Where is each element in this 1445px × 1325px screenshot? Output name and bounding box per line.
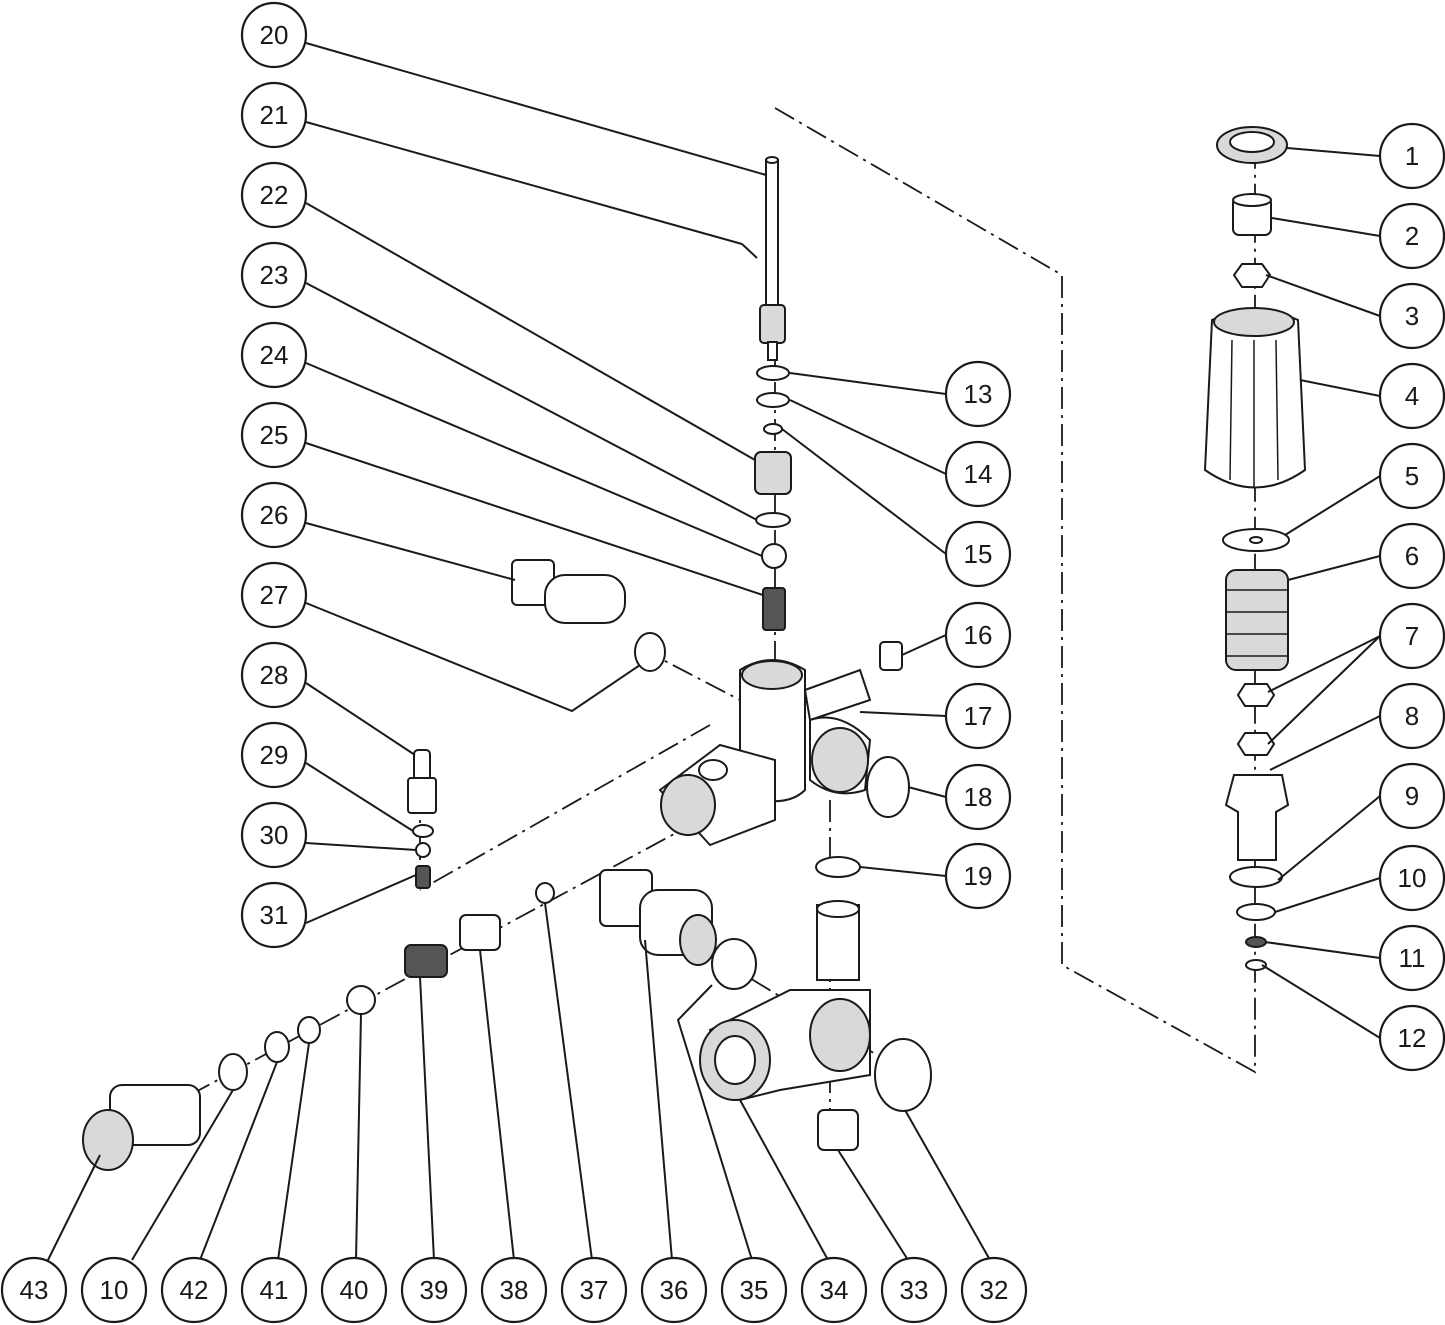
svg-text:10: 10 [1398,863,1427,893]
callout-15: 15 [944,520,1012,588]
svg-text:43: 43 [20,1275,49,1305]
svg-text:8: 8 [1405,701,1419,731]
svg-text:33: 33 [900,1275,929,1305]
callout-11: 11 [1378,924,1445,992]
svg-text:36: 36 [660,1275,689,1305]
callout-22: 22 [240,161,308,229]
svg-text:40: 40 [340,1275,369,1305]
svg-text:38: 38 [500,1275,529,1305]
svg-text:10: 10 [100,1275,129,1305]
svg-text:32: 32 [980,1275,1009,1305]
callout-4: 4 [1378,362,1445,430]
callout-23: 23 [240,241,308,309]
callout-43: 43 [0,1256,68,1324]
callout-34: 34 [800,1256,868,1324]
callout-26: 26 [240,481,308,549]
callout-24: 24 [240,321,308,389]
callout-6: 6 [1378,522,1445,590]
callout-7: 7 [1378,602,1445,670]
svg-text:42: 42 [180,1275,209,1305]
callout-39: 39 [400,1256,468,1324]
svg-text:11: 11 [1399,943,1426,973]
callout-20: 20 [240,1,308,69]
callout-8: 8 [1378,682,1445,750]
callout-2: 2 [1378,202,1445,270]
svg-text:3: 3 [1405,301,1419,331]
svg-text:5: 5 [1405,461,1419,491]
callout-42: 42 [160,1256,228,1324]
svg-text:27: 27 [260,580,289,610]
callout-10-bottom: 10 [80,1256,148,1324]
svg-text:14: 14 [964,459,993,489]
callout-33: 33 [880,1256,948,1324]
svg-text:24: 24 [260,340,289,370]
parts [82,126,1307,1171]
svg-text:23: 23 [260,260,289,290]
svg-text:39: 39 [420,1275,449,1305]
svg-text:16: 16 [964,620,993,650]
callout-31: 31 [240,881,308,949]
svg-text:15: 15 [964,539,993,569]
svg-text:6: 6 [1405,541,1419,571]
leader-lines [47,42,1381,1261]
callout-10-right: 10 [1378,844,1445,912]
svg-text:1: 1 [1405,141,1419,171]
callout-13: 13 [944,360,1012,428]
svg-text:19: 19 [964,861,993,891]
svg-text:2: 2 [1405,221,1419,251]
svg-text:4: 4 [1405,381,1419,411]
callout-27: 27 [240,561,308,629]
callout-40: 40 [320,1256,388,1324]
svg-text:41: 41 [260,1275,289,1305]
callout-17: 17 [944,682,1012,750]
svg-text:35: 35 [740,1275,769,1305]
callout-25: 25 [240,401,308,469]
callout-19: 19 [944,842,1012,910]
callout-1: 1 [1378,122,1445,190]
svg-text:37: 37 [580,1275,609,1305]
callout-30: 30 [240,801,308,869]
callout-36: 36 [640,1256,708,1324]
callout-14: 14 [944,440,1012,508]
svg-text:25: 25 [260,420,289,450]
svg-text:29: 29 [260,740,289,770]
callout-3: 3 [1378,282,1445,350]
callout-37: 37 [560,1256,628,1324]
callout-16: 16 [944,601,1012,669]
svg-text:34: 34 [820,1275,849,1305]
callout-9: 9 [1378,762,1445,830]
callout-32: 32 [960,1256,1028,1324]
callout-18: 18 [944,763,1012,831]
callout-35: 35 [720,1256,788,1324]
svg-text:26: 26 [260,500,289,530]
svg-text:17: 17 [964,701,993,731]
svg-text:22: 22 [260,180,289,210]
callout-5: 5 [1378,442,1445,510]
callout-38: 38 [480,1256,548,1324]
callout-28: 28 [240,641,308,709]
svg-text:28: 28 [260,660,289,690]
svg-text:13: 13 [964,379,993,409]
svg-text:30: 30 [260,820,289,850]
svg-text:18: 18 [964,782,993,812]
svg-text:9: 9 [1405,781,1419,811]
svg-text:20: 20 [260,20,289,50]
svg-text:7: 7 [1405,621,1419,651]
callout-12: 12 [1378,1004,1445,1072]
callout-29: 29 [240,721,308,789]
callout-41: 41 [240,1256,308,1324]
svg-text:31: 31 [260,900,289,930]
callout-21: 21 [240,81,308,149]
svg-text:21: 21 [260,100,289,130]
svg-text:12: 12 [1398,1023,1427,1053]
